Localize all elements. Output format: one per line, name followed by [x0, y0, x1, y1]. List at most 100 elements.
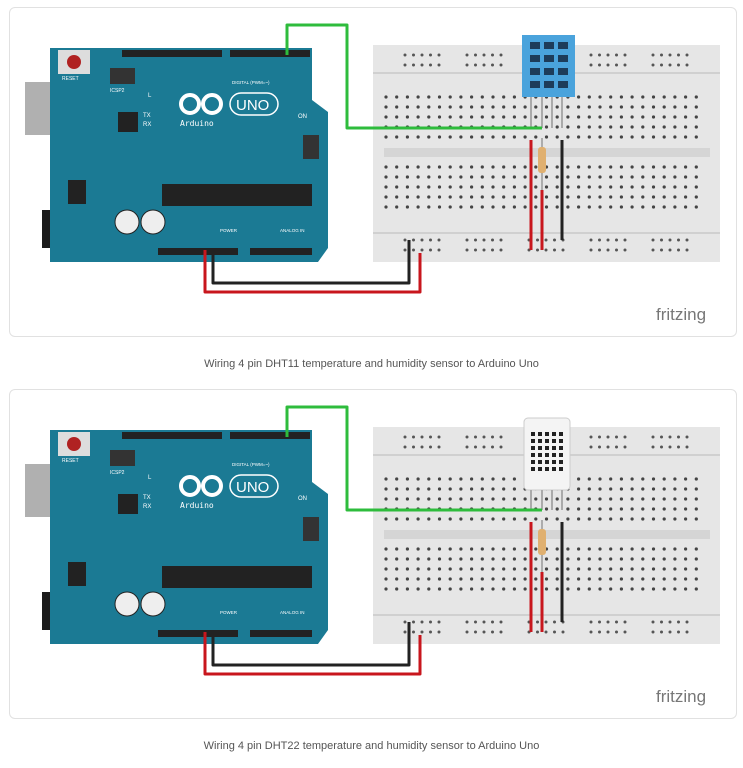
- signal-wire: [285, 405, 542, 512]
- breadboard-hole: [651, 95, 656, 99]
- breadboard-hole: [555, 205, 559, 209]
- breadboard-hole: [619, 577, 624, 581]
- breadboard-hole: [662, 105, 666, 109]
- sensor-grille: [559, 453, 563, 457]
- breadboard-hole: [641, 477, 645, 481]
- breadboard-hole: [405, 557, 409, 561]
- sensor-grille: [545, 439, 549, 443]
- breadboard-hole: [405, 577, 409, 581]
- rail-hole: [660, 435, 663, 439]
- icsp2-label: ICSP2: [110, 88, 125, 94]
- breadboard-hole: [684, 185, 688, 189]
- rail-hole: [589, 238, 593, 242]
- breadboard-hole: [577, 577, 581, 581]
- rail-hole: [615, 238, 618, 242]
- breadboard-hole: [577, 165, 581, 169]
- rail-hole: [474, 630, 477, 634]
- breadboard-hole: [555, 105, 559, 109]
- rail-hole: [598, 630, 601, 634]
- breadboard-hole: [395, 547, 399, 551]
- breadboard-hole: [384, 185, 388, 189]
- breadboard-hole: [437, 135, 442, 139]
- breadboard-hole: [566, 587, 570, 591]
- breadboard-hole: [577, 587, 581, 591]
- breadboard-hole: [448, 135, 452, 139]
- breadboard-hole: [619, 135, 624, 139]
- breadboard-hole: [459, 105, 463, 109]
- rail-hole: [677, 630, 680, 634]
- rail-hole: [589, 53, 593, 57]
- breadboard-hole: [662, 115, 666, 119]
- breadboard-hole: [630, 477, 634, 481]
- breadboard-hole: [651, 165, 656, 169]
- breadboard-hole: [405, 195, 409, 199]
- rail-hole: [685, 445, 689, 449]
- rail-hole: [491, 248, 494, 252]
- breadboard-hole: [480, 135, 484, 139]
- breadboard-hole: [598, 547, 602, 551]
- rail-hole: [553, 238, 556, 242]
- breadboard-hole: [651, 185, 656, 189]
- breadboard-hole: [395, 587, 399, 591]
- breadboard-hole: [384, 105, 388, 109]
- rail-hole: [412, 248, 415, 252]
- rail-hole: [606, 435, 610, 439]
- rail-hole: [437, 63, 441, 67]
- breadboard-hole: [427, 165, 431, 169]
- breadboard-hole: [405, 547, 409, 551]
- rail-hole: [420, 620, 424, 624]
- breadboard-hole: [566, 165, 570, 169]
- breadboard-hole: [619, 205, 624, 209]
- breadboard-hole: [470, 95, 474, 99]
- breadboard-hole: [459, 517, 463, 521]
- breadboard-hole: [673, 125, 677, 129]
- breadboard-hole: [651, 477, 656, 481]
- breadboard-hole: [619, 477, 624, 481]
- rail-hole: [499, 63, 503, 67]
- capacitor: [114, 209, 140, 235]
- ground-wire: [211, 240, 411, 285]
- signal-wire: [285, 23, 542, 130]
- breadboard-hole: [480, 175, 484, 179]
- breadboard-hole: [577, 507, 581, 511]
- breadboard-hole: [405, 105, 409, 109]
- breadboard-hole: [480, 185, 484, 189]
- breadboard-hole: [405, 497, 409, 501]
- rail-hole: [561, 248, 565, 252]
- breadboard-hole: [405, 115, 409, 119]
- rail-hole: [623, 620, 627, 624]
- rail-hole: [420, 63, 424, 67]
- breadboard-hole: [587, 567, 591, 571]
- breadboard-hole: [384, 517, 388, 521]
- rail-hole: [598, 445, 601, 449]
- breadboard-hole: [577, 195, 581, 199]
- sensor-grille: [530, 55, 540, 62]
- digital-label: DIGITAL (PWM=~): [232, 80, 270, 85]
- rail-hole: [499, 630, 503, 634]
- breadboard-hole: [619, 115, 624, 119]
- rail-hole: [668, 63, 672, 67]
- breadboard-hole: [609, 507, 613, 511]
- breadboard-hole: [491, 175, 495, 179]
- breadboard-hole: [577, 185, 581, 189]
- breadboard-hole: [630, 115, 634, 119]
- breadboard-hole: [459, 165, 463, 169]
- sensor-grille: [538, 467, 542, 471]
- breadboard-hole: [673, 477, 677, 481]
- breadboard-hole: [427, 547, 431, 551]
- breadboard-hole: [609, 487, 613, 491]
- rail-hole: [429, 630, 432, 634]
- breadboard-hole: [470, 165, 474, 169]
- breadboard-hole: [395, 487, 399, 491]
- breadboard-hole: [694, 125, 698, 129]
- breadboard-hole: [448, 115, 452, 119]
- sensor-grille: [552, 453, 556, 457]
- breadboard-hole: [512, 95, 517, 99]
- rail-hole: [615, 63, 618, 67]
- breadboard-hole: [512, 205, 517, 209]
- breadboard-hole: [384, 567, 388, 571]
- breadboard-hole: [684, 487, 688, 491]
- rail-hole: [429, 238, 432, 242]
- breadboard-hole: [587, 195, 591, 199]
- breadboard-hole: [598, 205, 602, 209]
